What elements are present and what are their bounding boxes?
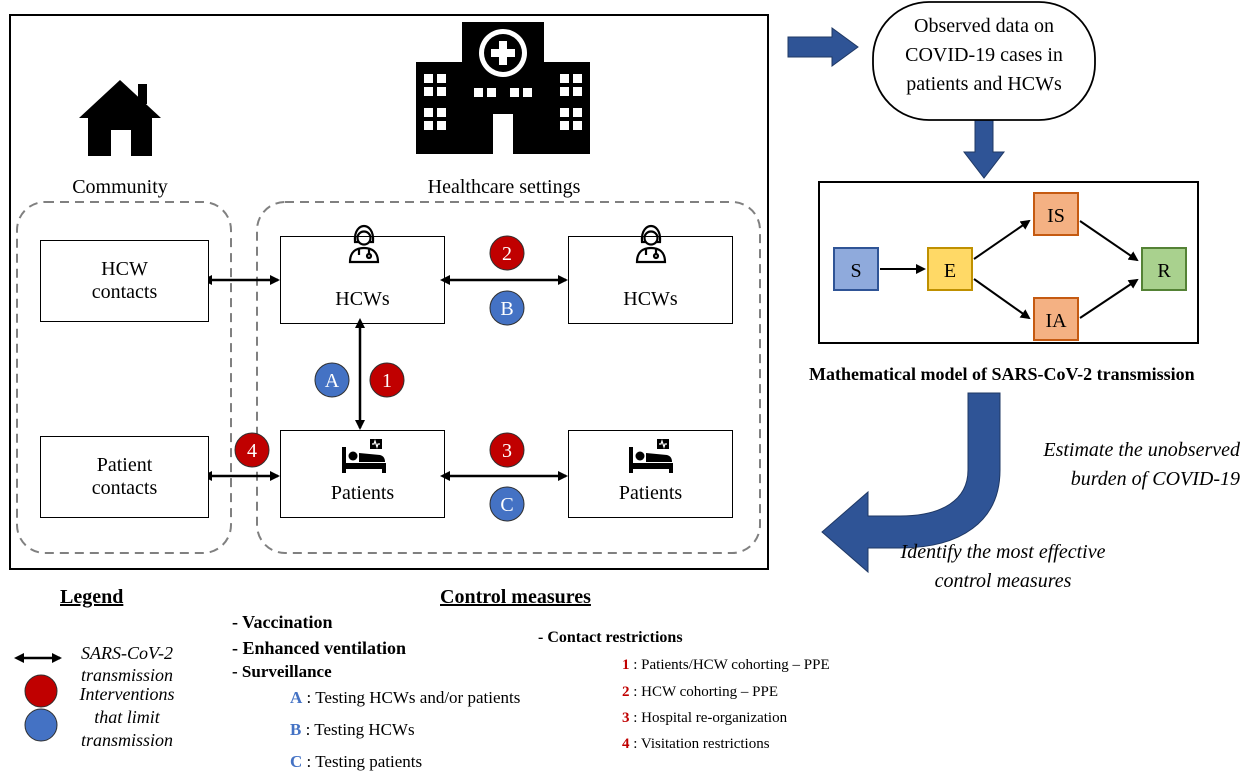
hospital-bed-icon [629, 439, 673, 473]
vaccination-item: - Vaccination [232, 612, 333, 632]
state-S: S [850, 260, 861, 282]
contact-1: 1 : Patients/HCW cohorting – PPE [622, 657, 830, 673]
svg-text:3: 3 [502, 440, 512, 462]
badge-3: 3 [489, 432, 525, 468]
hcws-node-right: HCWs [568, 236, 733, 324]
observed-data-node [872, 1, 1096, 121]
legend-transmission: SARS-CoV-2 transmission [80, 643, 174, 685]
surveillance-B: B : Testing HCWs [290, 720, 415, 739]
state-E: E [944, 260, 956, 282]
main-frame [9, 14, 769, 570]
healthcare-label: Healthcare settings [427, 176, 581, 198]
house-icon [79, 80, 161, 156]
patients-node-left: Patients [280, 430, 445, 518]
contact-restrictions-item: - Contact restrictions [538, 629, 683, 646]
svg-text:2: 2 [502, 243, 512, 265]
svg-text:1: 1 [382, 370, 392, 392]
contact-2: 2 : HCW cohorting – PPE [622, 684, 778, 700]
surveillance-C: C : Testing patients [290, 752, 423, 771]
contact-4: 4 : Visitation restrictions [622, 736, 770, 752]
block-arrow-right [787, 27, 859, 67]
community-label: Community [72, 176, 168, 198]
legend-title: Legend [60, 586, 124, 608]
badge-A: A [314, 362, 350, 398]
estimate-text: Estimate the unobserved burden of COVID-… [1043, 439, 1240, 490]
hospital-bed-icon [342, 439, 386, 473]
contact-3: 3 : Hospital re-organization [622, 710, 788, 726]
ventilation-item: - Enhanced ventilation [232, 638, 407, 658]
state-IA: IA [1045, 310, 1067, 332]
svg-text:C: C [500, 494, 513, 516]
legend-interventions: Interventions that limit transmission [79, 684, 175, 750]
surveillance-A: A : Testing HCWs and/or patients [290, 688, 521, 707]
legend-blue-circle [24, 708, 58, 742]
badge-B: B [489, 290, 525, 326]
surveillance-item: - Surveillance [232, 662, 332, 681]
legend-red-circle [24, 674, 58, 708]
svg-text:COVID-19 cases in: COVID-19 cases in [905, 44, 1063, 66]
svg-text:B: B [500, 298, 513, 320]
svg-text:A: A [325, 370, 340, 392]
badge-2: 2 [489, 235, 525, 271]
identify-text: Identify the most effective control meas… [900, 541, 1106, 592]
hcws-node-left: HCWs [280, 236, 445, 324]
patients-node-right: Patients [568, 430, 733, 518]
svg-text:Observed data on: Observed data on [914, 15, 1054, 37]
healthcare-region [256, 201, 761, 554]
badge-C: C [489, 486, 525, 522]
badge-1: 1 [369, 362, 405, 398]
model-box [818, 181, 1199, 344]
model-caption: Mathematical model of SARS-CoV-2 transmi… [809, 364, 1195, 384]
state-IS: IS [1047, 205, 1065, 227]
svg-text:4: 4 [247, 440, 257, 462]
svg-text:patients and HCWs: patients and HCWs [906, 73, 1062, 95]
badge-4: 4 [234, 432, 270, 468]
hospital-icon [416, 22, 590, 154]
curved-block-arrow [821, 392, 1001, 574]
state-R: R [1157, 260, 1171, 282]
community-region [16, 201, 232, 554]
control-title: Control measures [440, 586, 591, 608]
